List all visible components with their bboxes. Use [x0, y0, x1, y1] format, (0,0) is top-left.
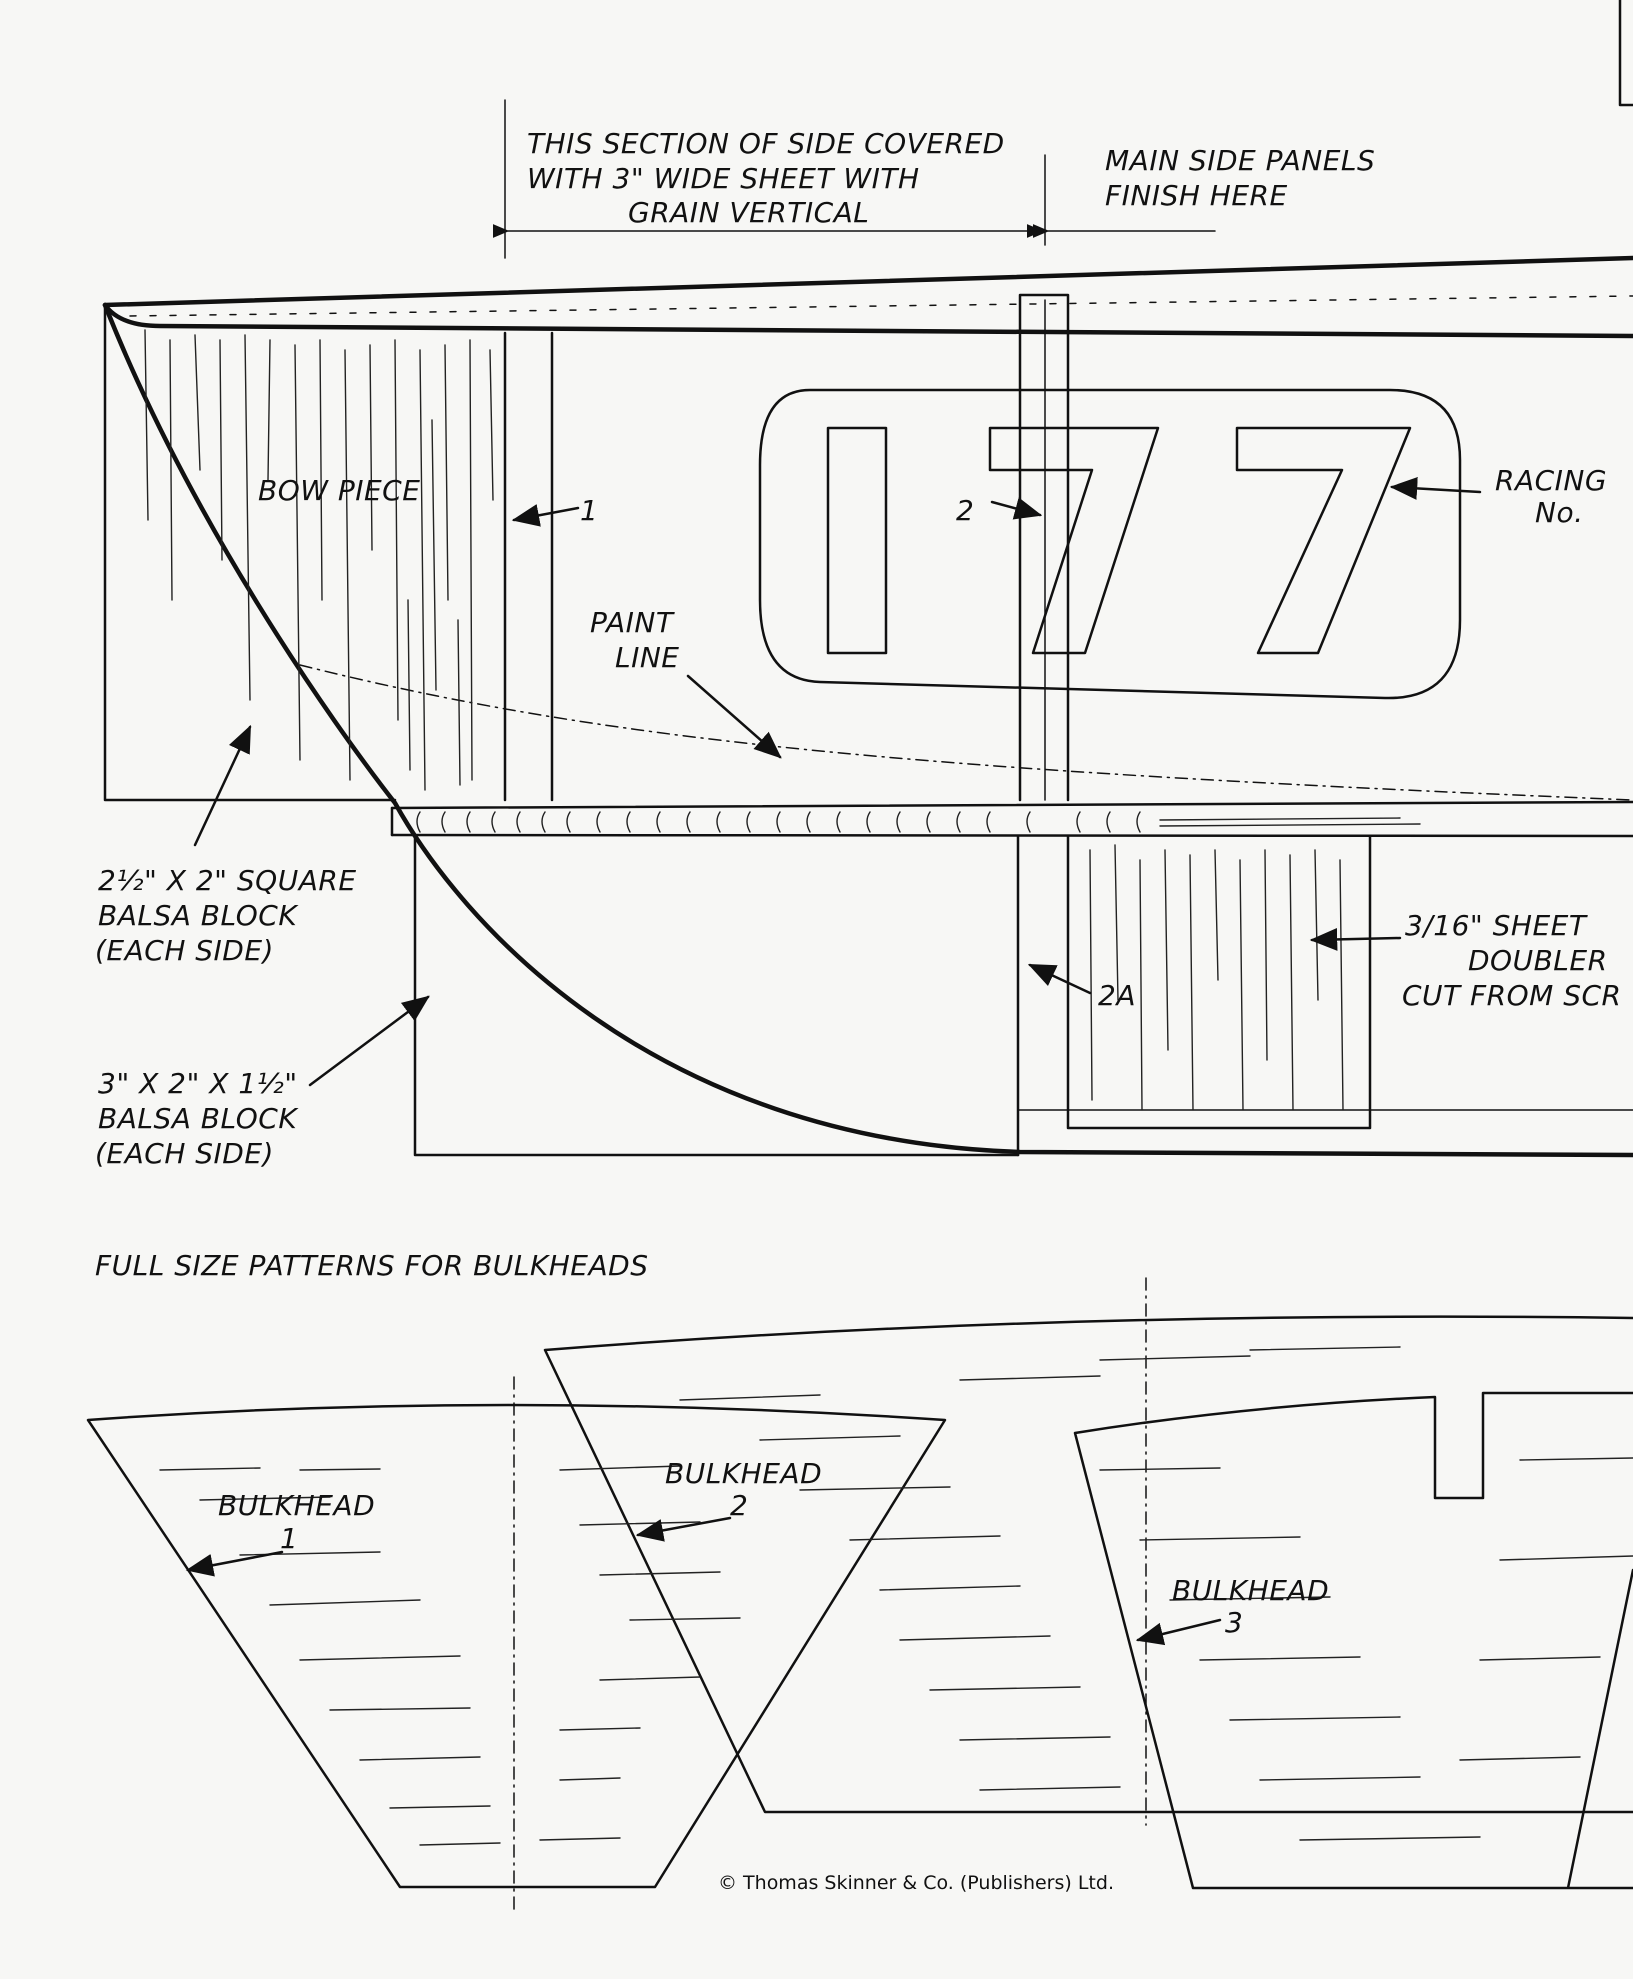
bulkhead-1-pattern: [86, 1403, 947, 1889]
label-bulkhead-2-ref: 2: [956, 494, 974, 527]
label-section-covered-3: GRAIN VERTICAL: [628, 196, 869, 229]
label-balsa-3x2-1: 3" X 2" X 1½": [98, 1067, 298, 1100]
title-box-corner: [1618, 0, 1633, 107]
label-paint-1: PAINT: [590, 606, 675, 639]
bulkhead-1-strip: [503, 331, 554, 802]
label-doubler-3: CUT FROM SCR: [1402, 979, 1622, 1012]
label-square-block-2: BALSA BLOCK: [98, 899, 299, 932]
label-doubler-1: 3/16" SHEET: [1405, 909, 1588, 942]
bulkhead-2-strip: [1018, 293, 1070, 802]
label-bulkhead-1-ref: 1: [580, 494, 598, 527]
bulkhead-2-pattern: [543, 1315, 1633, 1814]
label-bulkhead-2-a: BULKHEAD: [665, 1457, 822, 1490]
leader-arrows: [193, 476, 1482, 1087]
label-main-side-1: MAIN SIDE PANELS: [1105, 144, 1375, 177]
label-bulkhead-1-b: 1: [280, 1522, 298, 1555]
paint-line: [299, 664, 1633, 801]
label-patterns-title: FULL SIZE PATTERNS FOR BULKHEADS: [95, 1249, 648, 1282]
label-bulkhead-3-a: BULKHEAD: [1172, 1574, 1329, 1607]
dimension-covered-section: [492, 99, 1216, 259]
label-main-side-2: FINISH HERE: [1105, 179, 1288, 212]
label-doubler-2: DOUBLER: [1468, 944, 1608, 977]
label-paint-2: LINE: [615, 641, 680, 674]
racing-numeral-7a: [988, 426, 1160, 655]
annotations: THIS SECTION OF SIDE COVERED WITH 3" WID…: [95, 127, 1622, 1894]
label-bulkhead-1-a: BULKHEAD: [218, 1489, 375, 1522]
bulkhead-patterns: [86, 1277, 1633, 1916]
label-bulkhead-3-b: 3: [1225, 1606, 1243, 1639]
racing-numeral-1: [826, 426, 888, 655]
label-square-block-1: 2½" X 2" SQUARE: [98, 864, 357, 897]
label-section-covered-1: THIS SECTION OF SIDE COVERED: [527, 127, 1005, 160]
hull-side-elevation: [102, 255, 1633, 1158]
label-section-covered-2: WITH 3" WIDE SHEET WITH: [527, 162, 920, 195]
label-balsa-3x2-3: (EACH SIDE): [95, 1137, 274, 1170]
racing-number-panel: [758, 388, 1462, 700]
label-bow-piece: BOW PIECE: [258, 474, 420, 507]
label-square-block-3: (EACH SIDE): [95, 934, 274, 967]
label-bulkhead-2a-ref: 2A: [1098, 979, 1136, 1012]
racing-numeral-7b: [1235, 426, 1412, 655]
label-bulkhead-2-b: 2: [730, 1489, 748, 1522]
label-racing-1: RACING: [1495, 464, 1607, 497]
copyright-notice: © Thomas Skinner & Co. (Publishers) Ltd.: [718, 1872, 1114, 1894]
label-racing-2: No.: [1535, 496, 1583, 529]
label-balsa-3x2-2: BALSA BLOCK: [98, 1102, 299, 1135]
bulkhead-3-pattern: [1073, 1391, 1633, 1890]
